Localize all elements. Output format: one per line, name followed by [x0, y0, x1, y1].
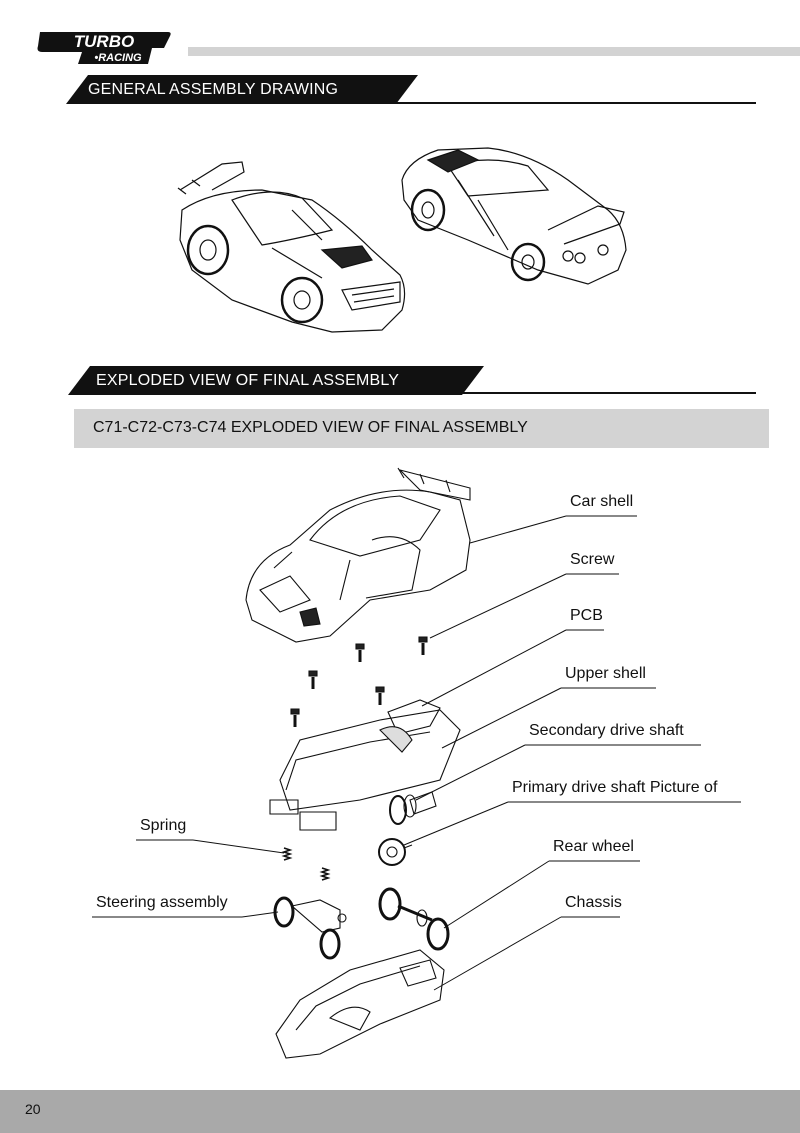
header-bar	[188, 47, 800, 56]
page-footer: 20	[0, 1090, 800, 1133]
exploded-view-subheader-text: C71-C72-C73-C74 EXPLODED VIEW OF FINAL A…	[93, 419, 528, 436]
general-assembly-title: GENERAL ASSEMBLY DRAWING	[88, 81, 339, 98]
exploded-view-title: EXPLODED VIEW OF FINAL ASSEMBLY	[96, 372, 400, 389]
general-assembly-rule	[396, 102, 756, 104]
general-assembly-banner: GENERAL ASSEMBLY DRAWING	[66, 75, 418, 104]
callout-chassis: Chassis	[565, 894, 622, 911]
upper-shell-part	[270, 700, 460, 830]
svg-text:•RACING: •RACING	[94, 52, 142, 64]
callout-secondary-drive-shaft: Secondary drive shaft	[529, 722, 684, 739]
callout-pcb: PCB	[570, 607, 603, 624]
svg-text:TURBO: TURBO	[74, 32, 134, 51]
rear-wheel-part	[380, 889, 448, 949]
callout-spring: Spring	[140, 817, 187, 834]
secondary-drive-shaft-part	[390, 792, 436, 824]
callout-screw: Screw	[570, 551, 615, 568]
callout-steering-assembly: Steering assembly	[96, 894, 228, 911]
exploded-view-banner: EXPLODED VIEW OF FINAL ASSEMBLY	[68, 366, 484, 395]
callout-car-shell: Car shell	[570, 493, 634, 510]
exploded-view-rule	[462, 392, 756, 394]
car-shell-part	[246, 468, 470, 642]
callout-rear-wheel: Rear wheel	[553, 838, 634, 855]
car-drawing-front	[172, 150, 410, 342]
page-number: 20	[25, 1101, 41, 1117]
steering-assembly-part	[275, 898, 346, 958]
car-drawing-rear	[398, 140, 630, 298]
screw-parts	[291, 637, 427, 727]
exploded-view-subheader: C71-C72-C73-C74 EXPLODED VIEW OF FINAL A…	[74, 409, 769, 448]
spring-parts	[284, 848, 328, 880]
callout-primary-drive-shaft: Primary drive shaft Picture of	[512, 779, 718, 796]
turbo-racing-logo: TURBO •RACING	[37, 32, 171, 64]
primary-drive-shaft-part	[379, 839, 412, 865]
callout-upper-shell: Upper shell	[565, 665, 646, 682]
chassis-part	[276, 950, 444, 1058]
